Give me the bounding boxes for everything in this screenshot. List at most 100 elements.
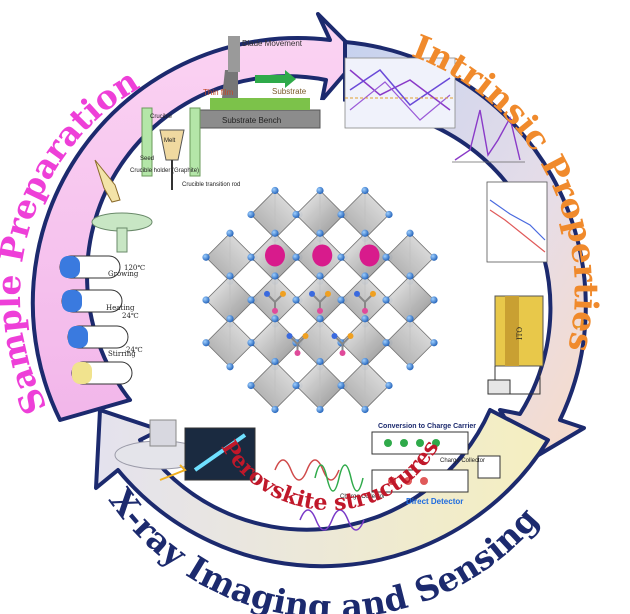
direct-detector-illustration: Conversion to Charge Carrier Charge Coll… — [340, 423, 501, 506]
melt-label: Melt — [164, 138, 176, 144]
crucible-label: Crucible — [150, 114, 173, 120]
halide-atom — [406, 272, 414, 280]
halide-atom — [382, 253, 390, 261]
halide-atom — [292, 210, 300, 219]
halide-atom — [226, 229, 234, 237]
seed-label: Seed — [140, 156, 154, 162]
hydrogen-atom — [339, 349, 346, 356]
nitrogen-atom — [331, 332, 338, 339]
halide-atom — [247, 381, 255, 390]
stirring-label: Stirring — [108, 350, 136, 358]
halide-atom — [271, 315, 279, 323]
crucible-transition-label: Crucible transition rod — [182, 182, 240, 188]
halide-atom — [385, 381, 393, 390]
halide-atom — [316, 315, 324, 323]
halide-atom — [361, 357, 369, 366]
band-structure-plot — [344, 57, 456, 129]
blade-movement-label: Blade Movement — [242, 39, 303, 48]
substrate-label: Substrate — [272, 87, 307, 96]
halide-atom — [406, 315, 414, 323]
log-plot — [486, 181, 548, 263]
substrate-bench-label: Substrate Bench — [222, 116, 281, 125]
halide-atom — [247, 296, 255, 304]
halide-atom — [316, 357, 324, 366]
halide-atom — [316, 272, 324, 280]
temp-120-label: 120℃ — [124, 264, 145, 272]
carbon-atom — [325, 290, 331, 297]
carbon-atom — [347, 332, 354, 339]
arrow-icon — [159, 464, 187, 481]
halide-atom — [292, 296, 300, 304]
halide-atom — [316, 229, 324, 237]
halide-atom — [271, 357, 279, 366]
halide-atom — [247, 210, 255, 219]
a-site-cation — [312, 244, 333, 267]
growing-label: Growing — [108, 270, 139, 278]
halide-atom — [271, 229, 279, 237]
halide-atom — [430, 339, 438, 347]
halide-atom — [406, 229, 414, 237]
temp-24-b-label: 24℃ — [126, 346, 143, 354]
halide-atom — [337, 210, 345, 219]
halide-atom — [361, 186, 369, 195]
halide-atom — [292, 253, 300, 261]
temp-24-a-label: 24℃ — [122, 312, 139, 320]
halide-atom — [226, 272, 234, 280]
halide-atom — [361, 229, 369, 237]
halide-atom — [385, 210, 393, 219]
carbon-atom — [280, 290, 286, 297]
nitrogen-atom — [354, 290, 360, 297]
spectrum-plot — [452, 109, 525, 163]
charge-collector-a-label: Charge Collector — [440, 458, 485, 464]
halide-atom — [316, 186, 324, 195]
carbon-atom — [302, 332, 309, 339]
conversion-label: Conversion to Charge Carrier — [378, 423, 476, 430]
perovskite-crystal — [202, 186, 438, 414]
halide-atom — [337, 381, 345, 390]
halide-atom — [337, 253, 345, 261]
halide-atom — [430, 296, 438, 304]
a-site-cation — [359, 244, 380, 267]
halide-atom — [337, 296, 345, 304]
hydrogen-atom — [317, 307, 323, 314]
halide-atom — [271, 272, 279, 280]
halide-atom — [202, 296, 210, 304]
thin-film-label: Thin film — [203, 88, 234, 97]
hydrogen-atom — [294, 349, 301, 356]
heating-label: Heating — [106, 304, 135, 312]
xray-scanner-illustration — [114, 419, 256, 481]
nitrogen-atom — [264, 290, 270, 297]
sun-icon — [572, 316, 584, 328]
halide-atom — [361, 405, 369, 414]
crucible-holder-label: Crucible holder (Graphite) — [130, 168, 199, 174]
halide-atom — [226, 315, 234, 323]
carbon-atom — [370, 290, 376, 297]
hydrogen-atom — [272, 307, 278, 314]
halide-atom — [271, 405, 279, 414]
halide-atom — [247, 253, 255, 261]
crucible-illustration: Crucible Melt Seed Crucible holder (Grap… — [130, 107, 240, 190]
sample-preparation-panel — [30, 12, 362, 422]
halide-atom — [361, 272, 369, 280]
halide-atom — [382, 339, 390, 347]
halide-atom — [226, 363, 234, 371]
nitrogen-atom — [309, 290, 315, 297]
charge-collector-b-label: Charge Collector — [340, 494, 385, 500]
ito-label: ITO — [516, 327, 524, 340]
halide-atom — [292, 381, 300, 390]
xray-waves — [274, 459, 365, 531]
hydrogen-atom — [362, 307, 368, 314]
a-site-cation — [265, 244, 285, 267]
halide-atom — [271, 186, 279, 195]
spin-coater-illustration — [91, 159, 153, 253]
xray-imaging-panel — [94, 408, 550, 569]
halide-atom — [202, 339, 210, 347]
halide-atom — [361, 315, 369, 323]
halide-atom — [202, 253, 210, 261]
nitrogen-atom — [286, 332, 293, 339]
solution-vials: Growing 120℃ Heating 24℃ Stirring 24℃ — [59, 255, 145, 385]
device-stack: ITO — [487, 295, 584, 395]
halide-atom — [406, 363, 414, 371]
arrow-right-icon — [255, 70, 296, 88]
